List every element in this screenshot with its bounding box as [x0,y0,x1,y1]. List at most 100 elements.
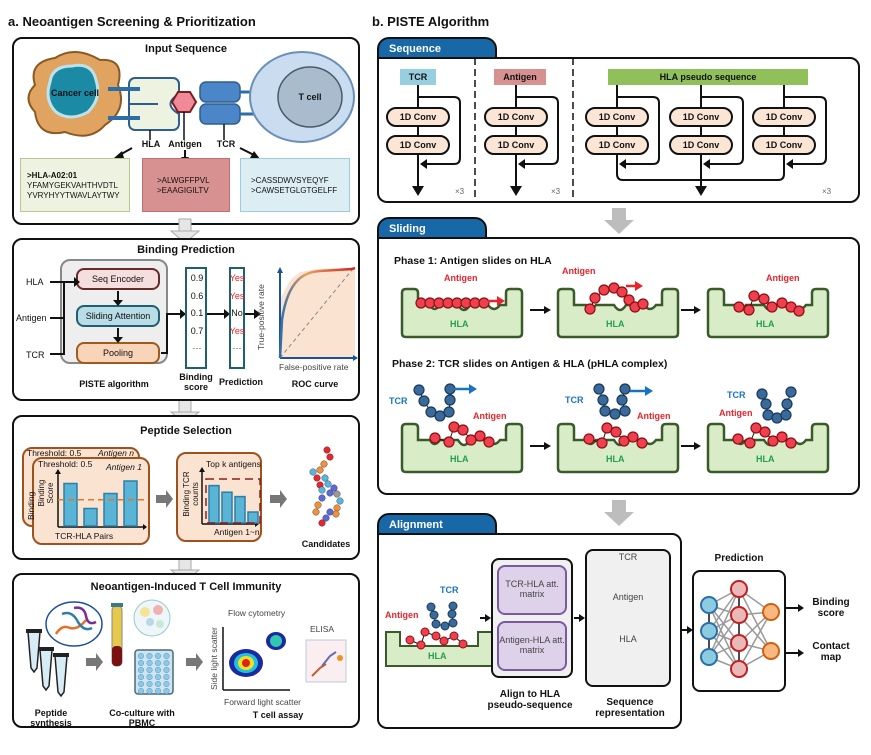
rep-hla-label: HLA [619,634,637,644]
count-xlabel: Antigen 1~n [214,527,260,537]
nn-edge [738,611,772,670]
hla-label: HLA [450,319,469,329]
tcr-hla-att-matrix: TCR-HLA att. matrix [497,565,567,615]
coculture-label: Co-culture with PBMC [109,708,175,728]
hidden-node [730,660,748,678]
well [163,659,170,667]
antigen-residue [744,437,756,449]
antigen-residue [449,631,459,641]
antigen-residue [759,426,771,438]
antigen-residue [601,422,613,434]
peptide-residue [326,453,334,461]
antigen-residue [439,636,449,646]
well [163,680,170,688]
antigen-residue [776,297,788,309]
well [154,673,162,681]
tcr-residue [444,394,456,406]
skip-connection [516,96,559,165]
peptide-residue [318,486,326,494]
antigen-residue [478,297,490,309]
hidden-node [730,606,748,624]
well [154,687,162,695]
antigen-residue [743,304,755,316]
right-arrow [86,653,103,671]
antigen-residue [732,433,744,445]
peptide-residue [309,468,317,476]
prediction-value: No [231,308,243,318]
prediction-value: ··· [232,343,242,353]
antigen-residue [758,293,770,305]
tcr-seq-2: >CAWSETGLGTGELFF [251,186,338,195]
tcr-residue [425,406,437,418]
hla-label: HLA [450,454,469,464]
output-binding-score: Binding score [812,597,850,619]
antigen-residue [443,436,455,448]
peptide-selection-title: Peptide Selection [140,425,232,437]
slide-arrow-head [645,386,653,396]
score-bar [63,482,78,527]
tcr-residue [785,386,797,398]
well [163,666,170,674]
antigen-label: Antigen [766,273,800,283]
antigen-residue [627,431,639,443]
tcr-residue [597,394,609,406]
down-arrow-b2 [604,500,634,526]
conv1d-block: 1D Conv [386,135,450,155]
antigen-residue [420,627,430,637]
antigen-residue [776,431,788,443]
hla-groove [400,287,524,339]
tcr-residue [434,410,446,422]
peptide-residue [321,474,329,482]
prediction-value: Yes [229,290,245,301]
antigen-residue [474,430,486,442]
tcr-residue [413,384,425,396]
antigen-residue [767,435,779,447]
antigen-label: Antigen [473,411,507,421]
antigen-residue [583,433,595,445]
hla-groove [706,422,830,474]
antigen-residue [465,434,477,446]
antigen-sequence-box: >ALWGFFPVL >EAAGIGILTV [142,158,230,212]
score-value: ··· [192,343,202,353]
ap-antigen-label: Antigen [385,610,419,620]
tcr-sequence-box: >CASSDWVSYEQYF >CAWSETGLGTGELFF [240,158,350,212]
t-cell-assay-label: T cell assay [252,710,304,720]
tcr-residue [443,406,455,418]
arrow-head [510,186,522,196]
count-title: Top k antigens [206,459,261,469]
conv1d-block: 1D Conv [386,107,450,127]
well [163,687,170,695]
arrow-head [420,159,427,169]
down-arrow-b1 [604,208,634,234]
peptide-speech-bubble [45,601,103,647]
flow-cytometry-title: Flow cytometry [228,608,286,618]
rep-antigen-label: Antigen [612,592,644,602]
arrow-head [518,159,525,169]
antigen-residue [616,286,628,298]
repeat-hla: ×3 [822,187,832,196]
skip-connection [418,96,461,165]
t-cell-nucleus [277,66,343,128]
flow-cytometry-plot [222,627,290,691]
align-label: Align to HLA pseudo-sequence [487,689,573,711]
phase2-title: Phase 2: TCR slides on Antigen & HLA (pH… [392,358,668,370]
hla-label: HLA [756,319,775,329]
panel-b-title: b. PISTE Algorithm [372,14,490,29]
peptide-residue [313,474,321,482]
antigen-residue [596,437,608,449]
output-arrow-head [798,649,804,657]
antigen-residue [636,437,648,449]
right-arrow [186,653,203,671]
candidates-label: Candidates [301,539,351,549]
peptide-residue [314,501,322,509]
input-node [700,648,718,666]
well [146,680,153,688]
peptide-synthesis-label: Peptide synthesis [30,708,72,728]
tcr-residue [756,388,768,400]
conv1d-block: 1D Conv [484,135,548,155]
rep-tcr-label: TCR [618,552,638,562]
arrow-head [703,159,710,169]
tcr-label: TCR [216,139,236,149]
well [146,687,153,695]
